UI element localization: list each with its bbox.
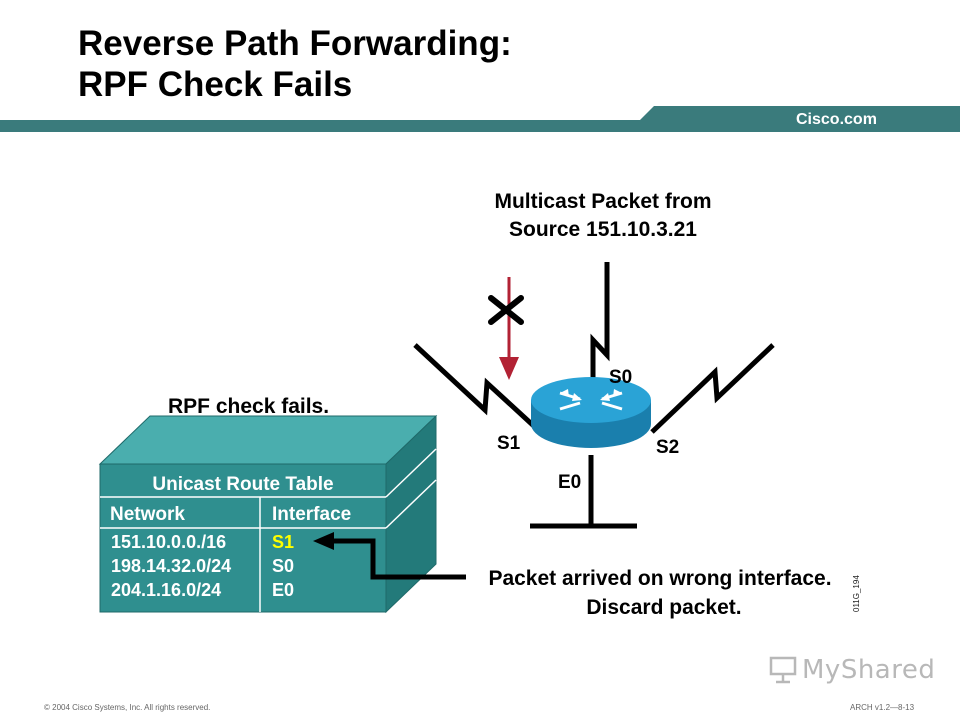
rpf-check-label: RPF check fails. [168, 395, 329, 418]
route-row-2-interface: S0 [272, 556, 294, 576]
discard-note-line-2: Discard packet. [586, 596, 741, 619]
pointer-arrow [313, 532, 466, 580]
route-table-box [98, 414, 438, 614]
link-s2 [650, 343, 775, 434]
brand-bar [0, 106, 960, 132]
interface-label-s2: S2 [656, 437, 679, 458]
interface-label-s1: S1 [497, 433, 521, 454]
rejected-x-icon [488, 295, 524, 325]
slide-title-line-2: RPF Check Fails [78, 65, 353, 104]
footer-copyright: © 2004 Cisco Systems, Inc. All rights re… [44, 703, 211, 712]
route-row-1-interface: S1 [272, 532, 294, 552]
route-row-3-network: 204.1.16.0/24 [111, 580, 221, 600]
watermark: MyShared [768, 655, 935, 685]
footer-course-code: ARCH v1.2—8-13 [850, 703, 915, 712]
router-icon [531, 377, 651, 448]
interface-label-s0: S0 [609, 367, 632, 388]
route-table-header-interface: Interface [272, 504, 351, 525]
source-label-line-1: Multicast Packet from [494, 190, 711, 213]
presentation-icon [769, 656, 797, 684]
incoming-packet-arrow [499, 277, 519, 380]
link-s0 [590, 262, 610, 395]
source-label-line-2: Source 151.10.3.21 [509, 218, 697, 241]
brand-label: Cisco.com [796, 111, 877, 128]
figure-code: 011G_194 [852, 575, 861, 612]
watermark-text: MyShared [802, 655, 936, 685]
slide-title-line-1: Reverse Path Forwarding: [78, 24, 512, 63]
route-row-2-network: 198.14.32.0/24 [111, 556, 231, 576]
interface-label-e0: E0 [558, 472, 581, 493]
discard-note-line-1: Packet arrived on wrong interface. [488, 567, 831, 590]
route-table-header-network: Network [110, 504, 185, 525]
route-table-title: Unicast Route Table [152, 474, 333, 495]
route-row-1-network: 151.10.0.0./16 [111, 532, 226, 552]
link-s1 [413, 343, 538, 430]
route-row-3-interface: E0 [272, 580, 294, 600]
